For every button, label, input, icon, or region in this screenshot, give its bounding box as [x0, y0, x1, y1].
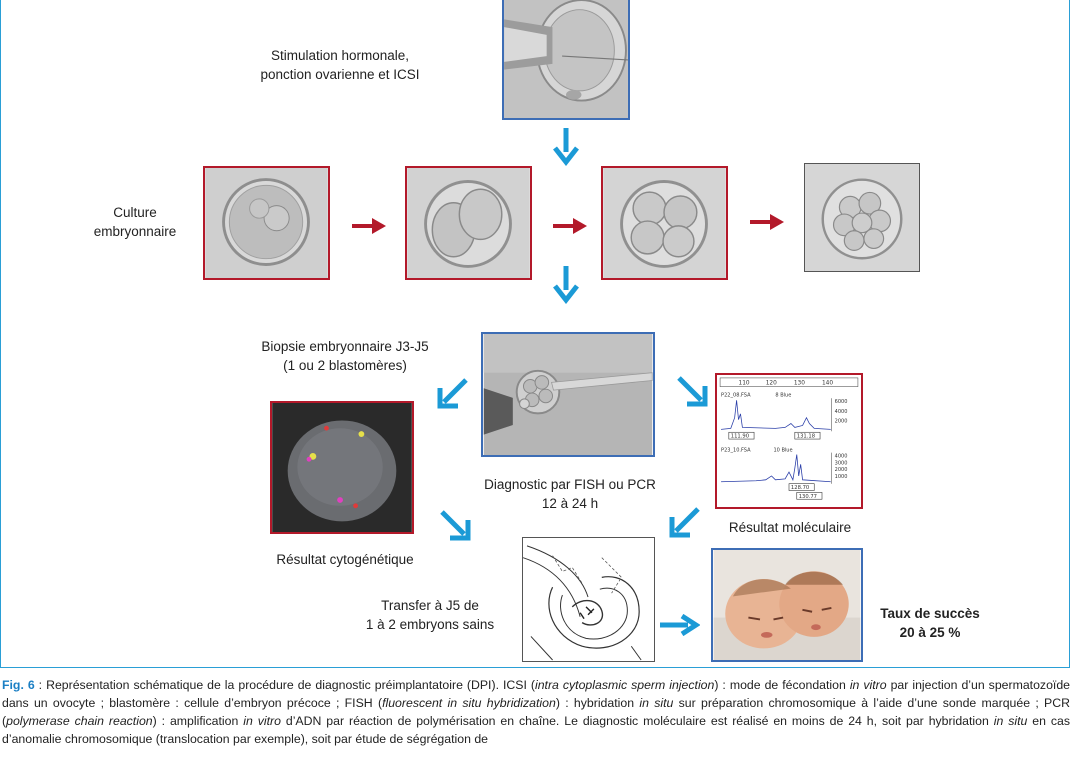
caption-text: : Représentation schématique de la procé…	[2, 678, 1070, 746]
fish-result-photo	[270, 401, 414, 534]
epg-p1-peak-b: 131.18	[797, 434, 815, 440]
arrow-down-1	[553, 128, 579, 166]
epg-p2-y0: 4000	[835, 454, 848, 460]
arrow-right-red-1	[352, 218, 386, 234]
epg-tick-110: 110	[739, 381, 750, 387]
babies-photo	[711, 548, 863, 662]
epg-p2-y1: 3000	[835, 460, 848, 466]
culture-label: Culture embryonnaire	[93, 205, 177, 239]
resultat-mol-label: Résultat moléculaire	[728, 520, 852, 535]
caption-segment: ) : amplification	[152, 714, 244, 728]
arrow-diag-to-fish	[437, 378, 468, 409]
caption-segment: in situ	[639, 696, 674, 710]
caption-segment: polymerase chain reaction	[6, 714, 153, 728]
caption-segment: d’ADN par réaction de polymérisation en …	[280, 714, 994, 728]
epg-p1-y2: 2000	[835, 419, 848, 425]
arrow-pcr-to-transfer	[669, 507, 700, 538]
epg-panel2-name: P23_10.FSA	[721, 448, 751, 454]
epg-tick-140: 140	[822, 381, 833, 387]
epg-p2-peak-a: 128.70	[791, 485, 809, 491]
caption-segment: : Représentation schématique de la procé…	[34, 678, 535, 692]
stimulation-label: Stimulation hormonale, ponction ovarienn…	[260, 48, 420, 82]
succes-label: Taux de succès 20 à 25 %	[880, 606, 980, 640]
transfert-label: Transfer à J5 de 1 à 2 embryons sains	[365, 598, 495, 632]
icsi-photo	[502, 0, 630, 120]
epg-trace-2	[721, 454, 831, 483]
arrow-right-red-3	[750, 214, 784, 230]
arrow-fish-to-transfer	[440, 510, 471, 541]
four-cell-photo	[601, 166, 728, 280]
arrow-diag-to-pcr	[677, 376, 708, 407]
figure-caption: Fig. 6 : Représentation schématique de l…	[2, 676, 1070, 748]
epg-panel1-name: P22_08.FSA	[721, 392, 751, 398]
caption-segment: in vitro	[243, 714, 281, 728]
transfer-drawing	[522, 537, 655, 662]
eight-cell-photo	[804, 163, 920, 272]
electropherogram: 110 120 130 140 P22_08.FSA 8 Blue 6000 4…	[715, 373, 863, 509]
caption-segment: par injection d’un spermatozoïde dans un…	[2, 678, 1071, 710]
epg-panel1-dye: 8 Blue	[775, 392, 791, 398]
diagnostic-label: Diagnostic par FISH ou PCR 12 à 24 h	[484, 477, 656, 511]
epg-tick-120: 120	[766, 381, 777, 387]
caption-segment: en cas d’anomalie chromosomique (translo…	[2, 714, 1071, 746]
caption-segment: intra cytoplasmic sperm injection	[534, 678, 715, 692]
caption-segment: in vitro	[849, 678, 887, 692]
arrow-right-blue	[660, 614, 700, 636]
epg-p1-y0: 6000	[835, 399, 848, 405]
arrow-down-2	[553, 266, 579, 304]
caption-segment: in situ	[993, 714, 1028, 728]
caption-segment: ) : hybridation	[555, 696, 640, 710]
epg-p2-y3: 1000	[835, 474, 848, 480]
epg-p1-y1: 4000	[835, 409, 848, 415]
epg-trace-1	[721, 400, 831, 430]
biopsie-label: Biopsie embryonnaire J3-J5 (1 ou 2 blast…	[261, 339, 429, 373]
epg-p2-peak-b: 130.77	[799, 494, 817, 500]
epg-p2-y2: 2000	[835, 467, 848, 473]
figure-number: Fig. 6	[2, 678, 35, 692]
zygote-photo	[203, 166, 330, 280]
epg-panel2-dye: 10 Blue	[773, 448, 792, 454]
epg-tick-130: 130	[794, 381, 805, 387]
epg-p1-peak-a: 111.90	[731, 434, 749, 440]
caption-segment: ) : mode de fécondation	[714, 678, 850, 692]
two-cell-photo	[405, 166, 532, 280]
caption-segment: fluorescent in situ hybridization	[382, 696, 556, 710]
caption-segment: sur préparation chromosomique à l’aide d…	[2, 696, 1071, 728]
arrow-right-red-2	[553, 218, 587, 234]
resultat-cyto-label: Résultat cytogénétique	[276, 552, 414, 567]
biopsy-photo	[481, 332, 655, 457]
